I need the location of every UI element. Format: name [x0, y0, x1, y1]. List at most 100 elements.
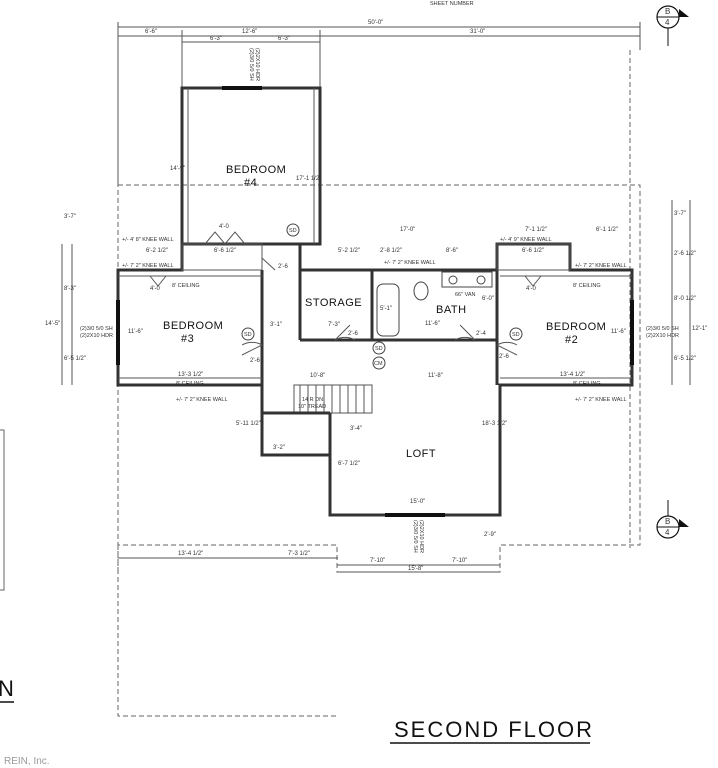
dim-stor-h: 3'-1" — [270, 322, 282, 328]
dim-bath-small: 5'-1" — [380, 306, 392, 312]
dim-b4-right: 6'-3" — [278, 36, 290, 42]
dim-left-3: 3'-7" — [64, 214, 76, 220]
smoke-detector-b3 — [241, 327, 255, 341]
dim-top-left: 6'-6" — [145, 29, 157, 35]
dim-right-7: 7'-1 1/2" — [525, 227, 547, 233]
section-marker-bottom-letter: B — [665, 517, 670, 526]
note-ceiling-d: 8' CEILING — [573, 381, 601, 387]
dim-door-26b: 2'-6 — [250, 358, 260, 364]
toilet — [413, 281, 429, 301]
dim-stair-5: 5'-11 1/2" — [236, 421, 261, 427]
dim-hall-11: 11'-8" — [428, 373, 443, 379]
sink-1 — [448, 275, 458, 285]
note-win-right-1: (2)3/0 5/0 SH — [646, 326, 679, 332]
dim-stor-d: 7'-3" — [328, 322, 340, 328]
closet-b3 — [181, 243, 263, 271]
dim-bottom-7b: 7'-10" — [452, 558, 467, 564]
dim-right-3: 3'-7" — [674, 211, 686, 217]
dim-loft-2: 2'-9" — [484, 532, 496, 538]
dim-bottom-15: 15'-8" — [408, 566, 423, 572]
left-title-fragment: N — [0, 676, 16, 701]
dim-door-40a: 4'-0 — [219, 224, 229, 230]
section-marker-top-letter: B — [665, 7, 670, 16]
stair-well — [293, 384, 373, 414]
note-ceiling-a: 8' CEILING — [172, 283, 200, 289]
dim-b2-w: 13'-4 1/2" — [560, 372, 585, 378]
dim-right-8: 8'-0 1/2" — [674, 296, 696, 302]
note-stair: 14 R DN — [302, 397, 323, 403]
dim-bottom-13: 13'-4 1/2" — [178, 551, 203, 557]
dim-bath-11: 11'-6" — [425, 321, 440, 327]
dim-stair-3: 3'-4" — [350, 426, 362, 432]
dim-bottom-7: 7'-3 1/2" — [288, 551, 310, 557]
note-win-right-2: (2)2X10 HDR — [646, 333, 679, 339]
note-win-top-1: (2)3/0 5/0 SH — [248, 48, 254, 81]
dim-b4-left: 6'-3" — [210, 36, 222, 42]
section-marker-top — [656, 5, 689, 46]
dim-b4-depth: 14'-9" — [170, 166, 185, 172]
dim-loft-6: 6'-7 1/2" — [338, 461, 360, 467]
dim-loft-15: 15'-0" — [410, 499, 425, 505]
co-monitor-hall — [372, 356, 386, 370]
note-knee-wall-7d: +/- 7' 2" KNEE WALL — [176, 397, 228, 403]
note-win-left-1: (2)3/0 5/0 SH — [80, 326, 113, 332]
dim-bath-w: 8'-6" — [446, 248, 458, 254]
room-bedroom-3-name: BEDROOM — [163, 320, 223, 332]
door-bath — [454, 324, 476, 341]
dim-b4-depth-right: 17'-1 1/2" — [296, 176, 321, 182]
sink-2 — [476, 275, 486, 285]
door-b3 — [241, 341, 263, 356]
note-knee-wall-7a: +/- 7' 2" KNEE WALL — [122, 263, 174, 269]
sheet-title: SECOND FLOOR — [394, 717, 594, 742]
note-knee-wall-4: +/- 4' 8" KNEE WALL — [122, 237, 174, 243]
dim-stor-w2: 2'-8 1/2" — [380, 248, 402, 254]
door-closet-b4 — [204, 231, 246, 245]
note-win-top-2: (2)2X10 HDR — [254, 48, 260, 81]
note-win-bot-2: (2)2X10 HDR — [418, 520, 424, 553]
dim-left-14: 14'-5" — [45, 321, 60, 327]
door-storage — [334, 324, 356, 341]
dim-right-6: 6'-1 1/2" — [596, 227, 618, 233]
dim-b2-h: 11'-6" — [611, 329, 626, 335]
room-bedroom-4-name: BEDROOM — [226, 164, 286, 176]
smoke-detector-b2 — [509, 327, 523, 341]
dim-b3-h: 11'-6" — [128, 329, 143, 335]
note-vanity: 66" VAN — [455, 292, 476, 298]
dim-right-17: 17'-0" — [400, 227, 415, 233]
room-loft: LOFT — [406, 448, 436, 460]
dim-top-overall: 50'-0" — [368, 20, 383, 26]
dim-b2-top: 6'-6 1/2" — [522, 248, 544, 254]
dim-door-24: 2'-4 — [476, 331, 486, 337]
dim-left-8: 8'-3" — [64, 286, 76, 292]
dim-right-2: 2'-6 1/2" — [674, 251, 696, 257]
section-marker-bottom-number: 4 — [665, 528, 670, 537]
lower-floor-outline — [117, 545, 338, 717]
smoke-detector-b4 — [286, 223, 300, 237]
dim-door-26c: 2'-6 — [348, 331, 358, 337]
sheet-number-label: SHEET NUMBER — [430, 1, 474, 7]
room-bedroom-2-number: #2 — [565, 334, 578, 346]
room-bedroom-2-name: BEDROOM — [546, 321, 606, 333]
note-knee-wall-7b: +/- 7' 2" KNEE WALL — [384, 260, 436, 266]
section-marker-top-number: 4 — [665, 18, 670, 27]
dim-bottom-7a: 7'-10" — [370, 558, 385, 564]
room-bedroom-4-number: #4 — [244, 177, 257, 189]
dim-top-mid: 12'-6" — [242, 29, 257, 35]
smoke-detector-b4-label: SD — [289, 228, 297, 234]
dim-hall-10: 10'-8" — [310, 373, 325, 379]
dim-door-40c: 4'-0 — [526, 286, 536, 292]
dim-stair-3b: 3'-2" — [273, 445, 285, 451]
note-ceiling-c: 8' CEILING — [573, 283, 601, 289]
door-b2 — [496, 341, 518, 356]
dim-left-6: 6'-5 1/2" — [64, 356, 86, 362]
room-bath: BATH — [436, 304, 467, 316]
note-knee-wall-7e: +/- 7' 2" KNEE WALL — [575, 397, 627, 403]
dim-loft-18: 18'-3 1/2" — [482, 421, 507, 427]
watermark: REIN, Inc. — [4, 756, 50, 767]
room-bedroom-3-number: #3 — [181, 333, 194, 345]
bathtub — [376, 283, 400, 337]
dim-b3-top: 6'-2 1/2" — [146, 248, 168, 254]
smoke-detector-b3-label: SD — [244, 332, 252, 338]
closet-b2 — [496, 243, 571, 271]
note-stair-2: 10" TREAD — [298, 404, 326, 410]
